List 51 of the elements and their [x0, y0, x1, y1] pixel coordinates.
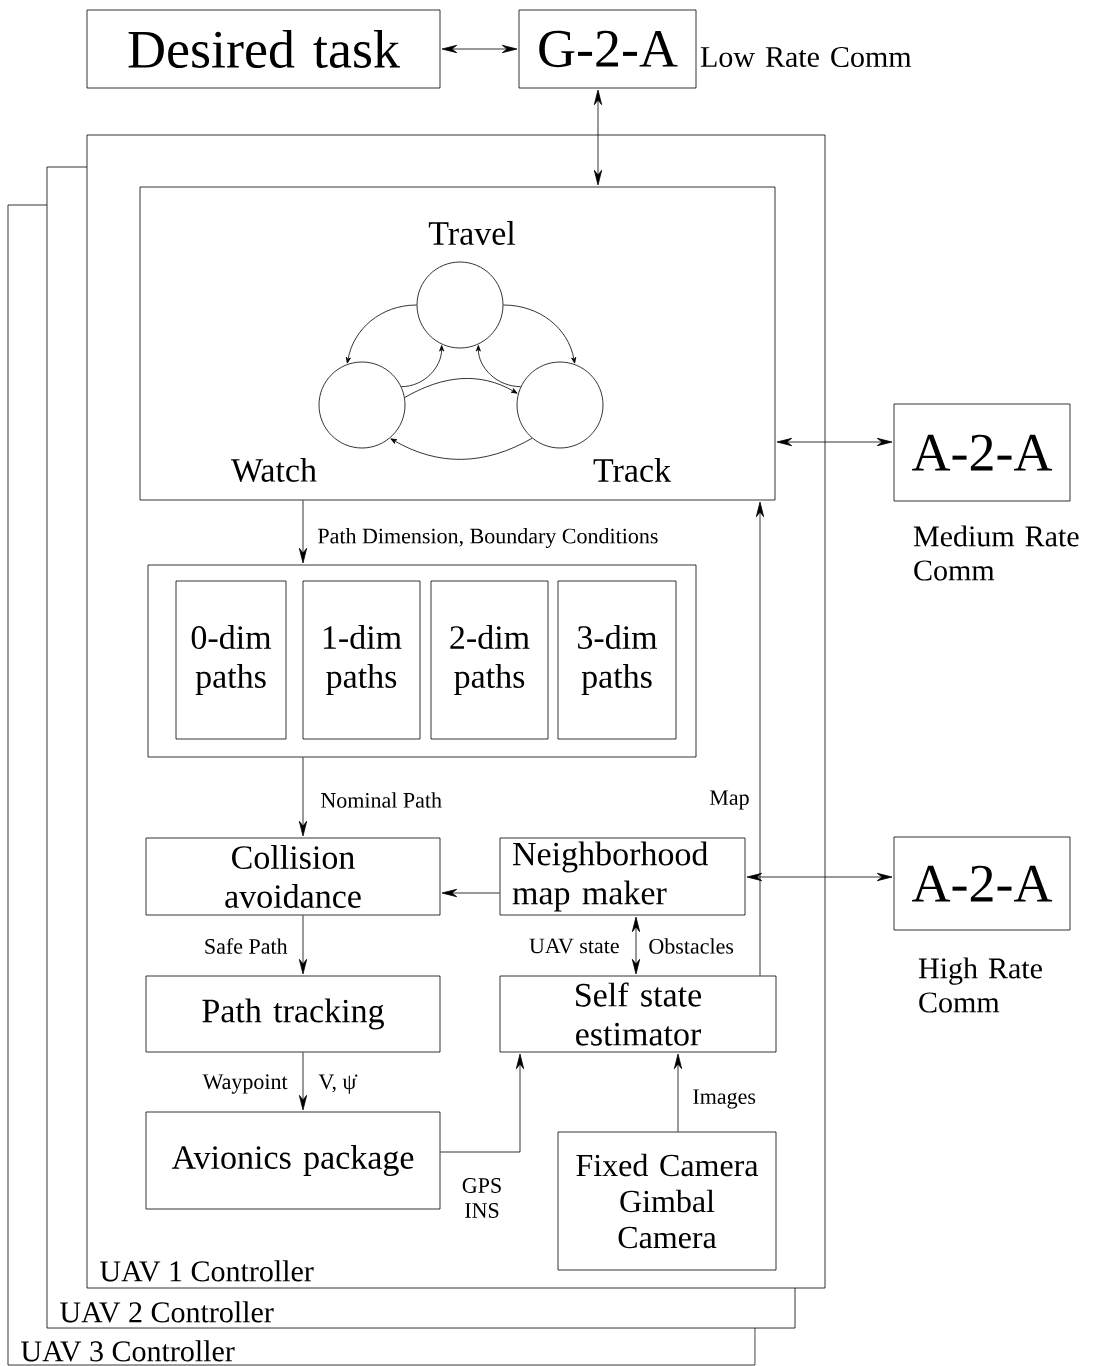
task-box: Desired task [86, 9, 441, 89]
path-box: 0-dim paths [175, 580, 287, 740]
arrow [475, 345, 522, 388]
link-label: High Rate Comm [918, 957, 1042, 1013]
arrow [673, 1053, 683, 1132]
signal-label: V, ψ̇ [318, 1074, 358, 1094]
link-box: A-2-A [893, 403, 1071, 502]
process-box: Path tracking [145, 975, 441, 1053]
arrow [631, 916, 641, 975]
path-box: 1-dim paths [302, 580, 421, 740]
camera-box: Fixed Camera Gimbal Camera [557, 1131, 777, 1271]
path-box: 2-dim paths [430, 580, 549, 740]
arrow [400, 345, 445, 388]
path-box: 3-dim paths [557, 580, 677, 740]
signal-label: Obstacles [649, 938, 734, 954]
edge-label: Images [690, 1087, 758, 1111]
arrow [755, 501, 765, 976]
arrow [440, 1053, 525, 1153]
arrow [345, 304, 417, 364]
process-box: Avionics package [145, 1111, 441, 1210]
arrow [298, 757, 308, 837]
panel-label: UAV 2 Controller [60, 1301, 274, 1323]
arrow [390, 437, 533, 460]
link-box: A-2-A [893, 836, 1071, 931]
arrow [298, 500, 308, 564]
edge-label: Nominal Path [318, 790, 444, 810]
arrow [441, 44, 518, 54]
edge-label: GPS INS [455, 1176, 509, 1220]
arrow [746, 872, 893, 882]
arrow [503, 304, 577, 364]
edge-label: Waypoint [200, 1072, 290, 1096]
link-label: Medium Rate Comm [913, 525, 1079, 581]
process-box: Neighborhood map maker [499, 837, 746, 916]
arrow [441, 888, 500, 898]
arrow [593, 89, 603, 186]
node-label: Track [593, 458, 672, 482]
node-label: Travel [428, 221, 516, 245]
edge-label: Path Dimension, Boundary Conditions [315, 526, 661, 550]
edge-label: Map [707, 788, 752, 812]
arrow [298, 915, 308, 975]
link-label: Low Rate Comm [700, 46, 912, 68]
node-label: Watch [231, 457, 317, 483]
link-box: G-2-A [518, 9, 697, 89]
edge-label: Safe Path [201, 936, 290, 956]
arrow [776, 437, 893, 447]
state-machine-box [139, 186, 776, 501]
process-box: Self state estimator [499, 975, 777, 1053]
process-box: Collision avoidance [145, 837, 441, 916]
panel-label: UAV 3 Controller [21, 1340, 235, 1362]
arrow [298, 1052, 308, 1111]
arrow [404, 378, 518, 398]
